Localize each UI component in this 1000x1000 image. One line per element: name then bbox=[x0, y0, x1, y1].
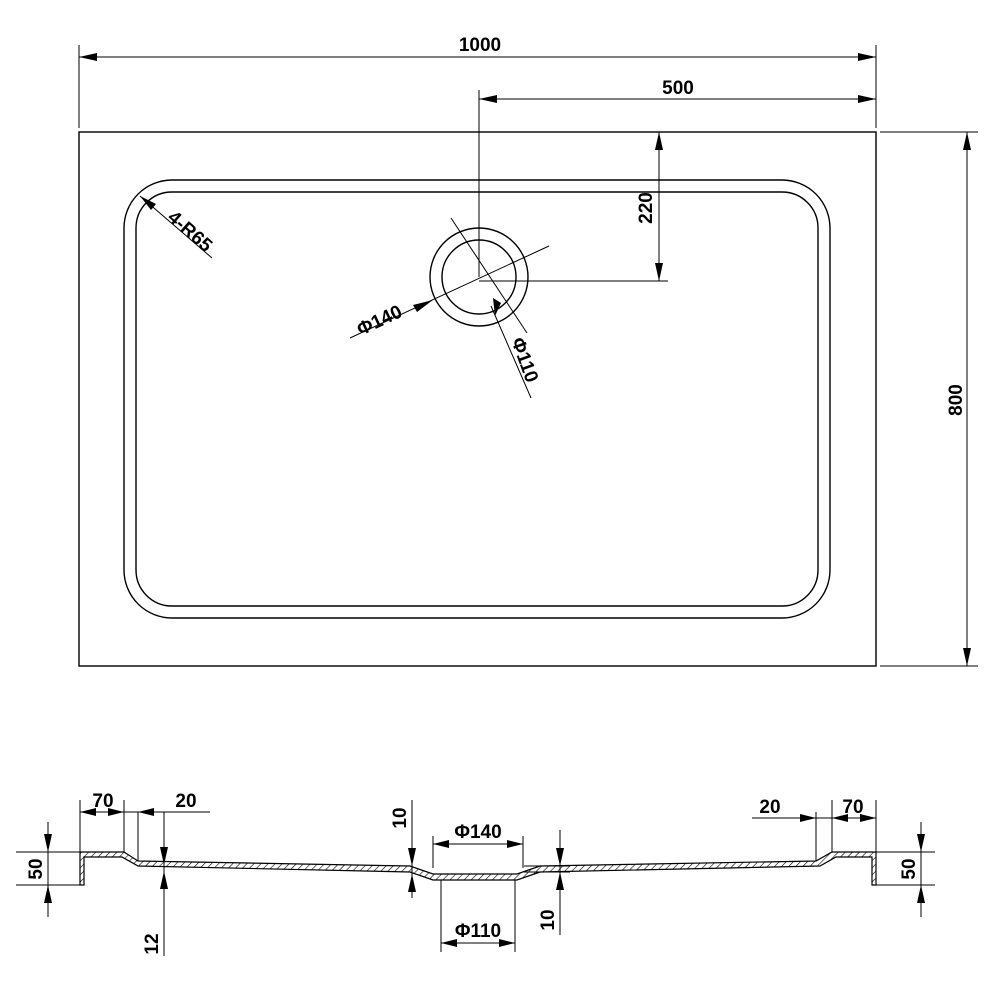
dimension-right-height: 50 bbox=[899, 822, 925, 917]
right-slope-label: 20 bbox=[759, 797, 780, 818]
dimension-height: 800 bbox=[880, 131, 978, 667]
basin-inner-edge bbox=[135, 191, 819, 607]
dimension-drain-offset-y: 220 bbox=[479, 132, 668, 282]
section-outer-diameter-label: Φ140 bbox=[454, 822, 501, 843]
drain-offset-x-label: 500 bbox=[662, 78, 694, 99]
dimension-right-rim: 20 70 bbox=[752, 797, 877, 861]
dimension-bottom-thickness: 12 bbox=[142, 812, 168, 956]
tray-section bbox=[79, 851, 877, 886]
center-depth-label: 10 bbox=[390, 807, 411, 828]
plan-view: 1000 500 220 800 bbox=[78, 35, 978, 667]
left-slope-label: 20 bbox=[175, 791, 196, 812]
left-height-label: 50 bbox=[26, 858, 47, 879]
drain-outer-diameter-callout: Φ140 bbox=[349, 217, 550, 341]
right-depth-label: 10 bbox=[538, 909, 559, 930]
basin-outer-edge bbox=[123, 179, 831, 619]
tray-outline bbox=[78, 131, 877, 667]
dimension-center-depth: 10 bbox=[390, 800, 416, 898]
height-label: 800 bbox=[946, 384, 967, 416]
section-view: 50 50 70 20 bbox=[16, 791, 935, 956]
drain-inner-diameter-callout: Φ110 bbox=[490, 298, 542, 399]
dimension-left-height: 50 bbox=[26, 822, 52, 917]
drain-offset-y-label: 220 bbox=[636, 192, 657, 224]
drain-inner-diameter-label: Φ110 bbox=[506, 335, 542, 386]
dimension-section-inner-diameter: Φ110 bbox=[440, 880, 516, 952]
dimension-section-outer-diameter: Φ140 bbox=[432, 822, 524, 868]
dimension-width: 1000 bbox=[78, 35, 877, 128]
right-rim-label: 70 bbox=[842, 797, 863, 818]
corner-radius-label: 4-R65 bbox=[163, 207, 216, 257]
dimension-drain-offset-x: 500 bbox=[478, 78, 876, 277]
section-inner-diameter-label: Φ110 bbox=[455, 921, 501, 942]
corner-radius-callout: 4-R65 bbox=[139, 195, 216, 259]
width-label: 1000 bbox=[459, 35, 501, 56]
drain-outer-diameter-label: Φ140 bbox=[354, 302, 406, 341]
left-rim-label: 70 bbox=[92, 791, 113, 812]
dimension-left-rim: 70 20 bbox=[79, 791, 210, 861]
right-height-label: 50 bbox=[899, 858, 920, 879]
dimension-right-depth: 10 bbox=[524, 830, 570, 935]
bottom-thickness-label: 12 bbox=[142, 933, 163, 954]
